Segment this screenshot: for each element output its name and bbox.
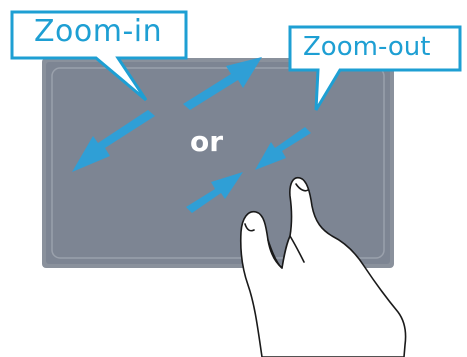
zoom-out-label: Zoom-out — [303, 34, 430, 60]
or-label: or — [190, 128, 223, 156]
zoom-in-label: Zoom-in — [34, 17, 162, 47]
